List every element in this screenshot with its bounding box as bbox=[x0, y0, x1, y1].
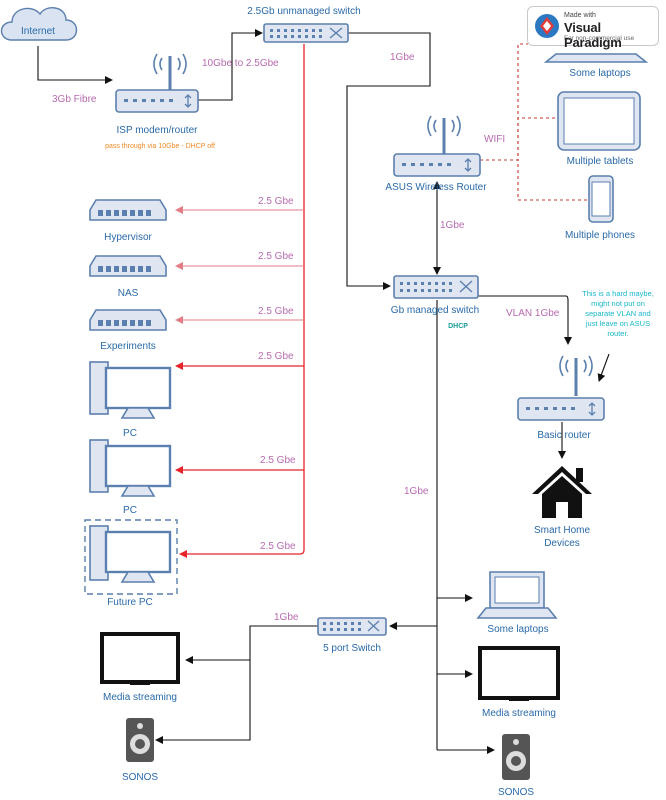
top-laptops-icon bbox=[543, 53, 649, 63]
five-port-link-label: 1Gbe bbox=[274, 612, 299, 623]
note-line-4: just leave on ASUS bbox=[585, 319, 650, 328]
link-sonos-left bbox=[155, 625, 318, 744]
link-to-managed bbox=[346, 32, 431, 290]
internet-cloud: Internet bbox=[0, 7, 78, 41]
managed-switch-icon bbox=[393, 275, 479, 299]
five-port-switch-icon bbox=[317, 617, 387, 636]
link-uplink bbox=[198, 29, 263, 101]
link-labels: 3Gb Fibre 10Gbe to 2.5Gbe 1Gbe WIFI 1Gbe… bbox=[52, 52, 560, 623]
hypervisor-link-label: 2.5 Gbe bbox=[258, 196, 294, 207]
note-line-5: router. bbox=[607, 329, 628, 338]
fibre-label: 3Gb Fibre bbox=[52, 94, 97, 105]
to-asus-label: 1Gbe bbox=[390, 52, 415, 63]
sonos-left-label: SONOS bbox=[122, 772, 158, 783]
visual-paradigm-logo-icon bbox=[535, 14, 559, 38]
pc1-icon bbox=[89, 361, 172, 419]
watermark-badge: Made with Visual Paradigm For non-commer… bbox=[527, 6, 659, 50]
asus-router-label: ASUS Wireless Router bbox=[385, 182, 487, 193]
dhcp-label: DHCP bbox=[448, 323, 468, 330]
watermark-line-3: For non-commercial use bbox=[564, 35, 635, 42]
pc2-label: PC bbox=[123, 505, 137, 516]
wifi-phones bbox=[480, 159, 588, 201]
media-right-label: Media streaming bbox=[482, 708, 556, 719]
hypervisor-server-icon bbox=[89, 199, 167, 221]
pc2-link-label: 2.5 Gbe bbox=[260, 455, 296, 466]
managed-down-label: 1Gbe bbox=[404, 486, 429, 497]
note-arrow bbox=[597, 353, 610, 382]
vlan-note: This is a hard maybe, might not put on s… bbox=[582, 289, 654, 338]
five-port-switch-label: 5 port Switch bbox=[323, 643, 381, 654]
isp-router-label: ISP modem/router bbox=[117, 125, 199, 136]
media-left-label: Media streaming bbox=[103, 692, 177, 703]
experiments-server-icon bbox=[89, 309, 167, 331]
vlan-label: VLAN 1Gbe bbox=[506, 308, 560, 319]
experiments-link-label: 2.5 Gbe bbox=[258, 306, 294, 317]
speaker-right-icon bbox=[502, 734, 530, 780]
uplink-label: 10Gbe to 2.5Gbe bbox=[202, 58, 279, 69]
phone-icon bbox=[588, 175, 614, 223]
tablet-icon bbox=[557, 91, 641, 151]
pc1-label: PC bbox=[123, 428, 137, 439]
link-vlan bbox=[478, 295, 572, 345]
isp-note: pass through via 10Gbe - DHCP off bbox=[105, 143, 215, 150]
link-future-pc bbox=[179, 549, 305, 558]
connections bbox=[37, 29, 610, 754]
top-laptops-label: Some laptops bbox=[569, 68, 630, 79]
nas-server-icon bbox=[89, 255, 167, 277]
future-pc-icon bbox=[84, 519, 178, 595]
watermark-line-1: Made with bbox=[564, 12, 596, 19]
note-line-3: separate VLAN and bbox=[585, 309, 650, 318]
unmanaged-switch-label: 2.5Gb unmanaged switch bbox=[247, 6, 360, 17]
laptops-bottom-label: Some laptops bbox=[487, 624, 548, 635]
speaker-left-icon bbox=[126, 718, 154, 762]
tv-left-icon bbox=[100, 632, 180, 685]
pc1-link-label: 2.5 Gbe bbox=[258, 351, 294, 362]
hypervisor-label: Hypervisor bbox=[104, 232, 152, 243]
laptop-bottom-icon bbox=[476, 571, 558, 619]
future-link-label: 2.5 Gbe bbox=[260, 541, 296, 552]
phones-label: Multiple phones bbox=[565, 230, 635, 241]
note-line-2: might not put on bbox=[591, 299, 645, 308]
experiments-label: Experiments bbox=[100, 341, 156, 352]
isp-router-icon bbox=[115, 53, 199, 113]
basic-router-icon bbox=[517, 355, 605, 421]
link-fibre bbox=[37, 46, 113, 84]
managed-switch-label: Gb managed switch bbox=[391, 305, 479, 316]
asus-router-icon bbox=[393, 115, 481, 177]
wifi-label: WIFI bbox=[484, 134, 505, 145]
internet-label: Internet bbox=[21, 26, 55, 37]
smart-home-label-1: Smart Home bbox=[534, 525, 591, 536]
tablets-label: Multiple tablets bbox=[567, 156, 634, 167]
watermark-line-2: Visual Paradigm bbox=[564, 20, 622, 50]
nas-link-label: 2.5 Gbe bbox=[258, 251, 294, 262]
future-pc-label: Future PC bbox=[107, 597, 153, 608]
smart-home-label-2: Devices bbox=[544, 538, 580, 549]
basic-router-label: Basic router bbox=[537, 430, 591, 441]
sonos-right-label: SONOS bbox=[498, 787, 534, 798]
nas-label: NAS bbox=[118, 288, 139, 299]
pc2-icon bbox=[89, 439, 172, 497]
asus-managed-label: 1Gbe bbox=[440, 220, 465, 231]
unmanaged-switch-icon bbox=[263, 23, 349, 43]
tv-right-icon bbox=[478, 646, 560, 701]
home-icon bbox=[532, 466, 592, 518]
note-line-1: This is a hard maybe, bbox=[582, 289, 654, 298]
